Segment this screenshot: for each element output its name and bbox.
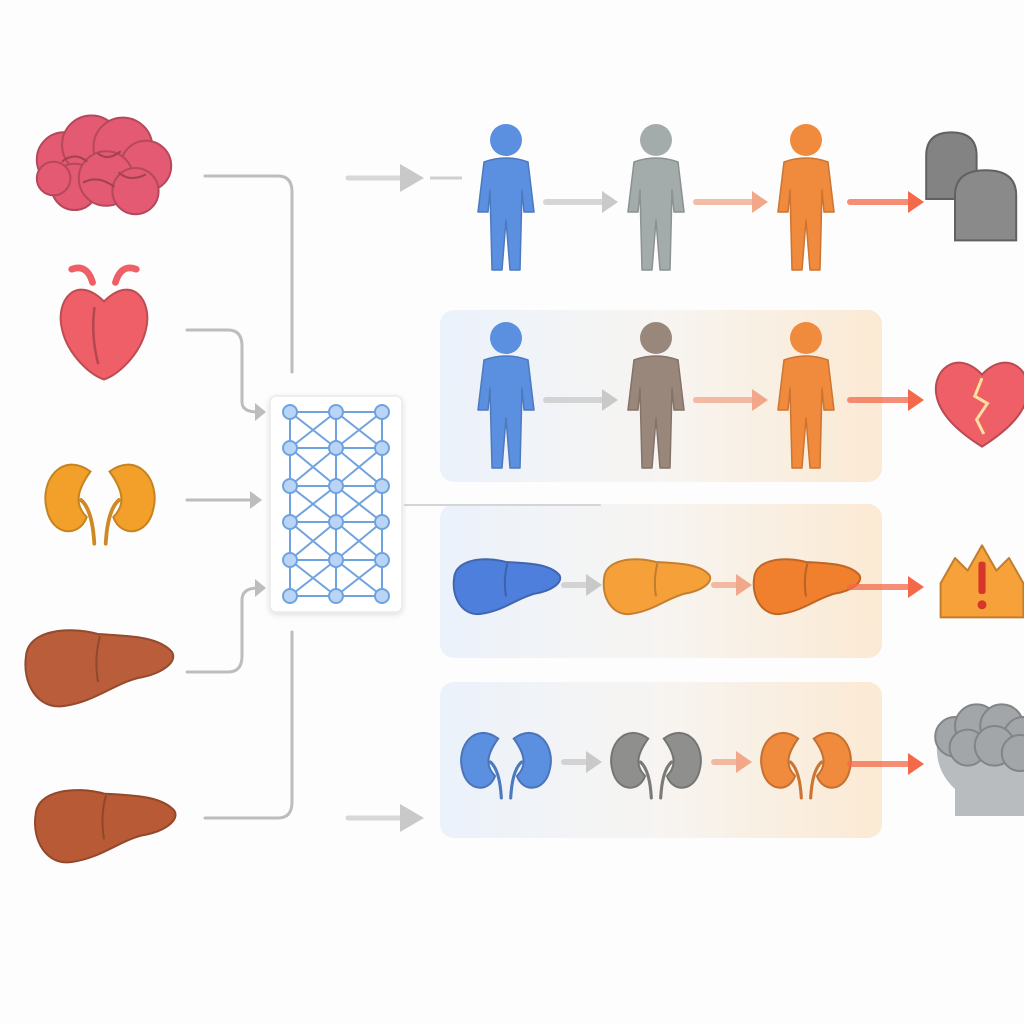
stage-2-person-icon [627, 322, 685, 469]
stage-arrow-1 [543, 389, 618, 411]
source-liver-4-icon [24, 629, 175, 708]
outcome-broken-heart-icon [934, 361, 1024, 448]
stage-3-kidneys-icon [760, 732, 852, 800]
stage-arrow-2 [693, 389, 768, 411]
connector-lines [185, 174, 601, 820]
stage-arrow-2 [711, 751, 752, 773]
pathway-row-4 [460, 703, 1024, 816]
outcome-arrow [847, 389, 924, 411]
stage-arrow-1 [543, 191, 618, 213]
stage-arrow-1 [561, 574, 602, 596]
entry-arrow-1-head [400, 164, 424, 192]
source-kidneys-3-icon [44, 463, 156, 546]
entry-arrow-4-head [400, 804, 424, 832]
stage-1-kidneys-icon [460, 732, 552, 800]
stage-1-person-icon [477, 322, 535, 469]
outcome-arrow [847, 753, 924, 775]
connector-heart [185, 328, 260, 414]
entry-arrows [345, 164, 462, 832]
stage-arrow-2 [711, 574, 752, 596]
source-organs [24, 114, 177, 864]
outcome-gravestone-icon [925, 131, 1018, 242]
stage-1-liver-icon [452, 558, 562, 615]
pathway-row-1 [477, 124, 1018, 271]
pathways [452, 124, 1024, 816]
stage-2-person-icon [627, 124, 685, 271]
arrow-into-hub-2 [250, 491, 262, 509]
source-heart-2-icon [59, 264, 149, 381]
source-brain-1-icon [35, 114, 173, 216]
pathway-panels [440, 310, 882, 838]
pathway-row-2 [477, 322, 1024, 469]
stage-2-liver-icon [602, 558, 712, 615]
network-hub [269, 395, 403, 613]
stage-3-person-icon [777, 322, 835, 469]
connector-liver-2 [203, 630, 294, 820]
stage-2-kidneys-icon [610, 732, 702, 800]
arrow-into-hub-1 [255, 403, 266, 421]
arrowheads [250, 403, 266, 597]
outcome-arrow [847, 576, 924, 598]
network-graph-icon [269, 395, 403, 613]
stage-1-person-icon [477, 124, 535, 271]
source-liver-5-icon [34, 789, 177, 864]
connector-brain [203, 174, 294, 374]
arrow-into-hub-3 [255, 579, 266, 597]
pathway-row-3 [452, 544, 1024, 619]
connector-liver-1 [185, 586, 260, 674]
outcome-head-brain-icon [934, 703, 1024, 816]
stage-arrow-2 [693, 191, 768, 213]
stage-3-person-icon [777, 124, 835, 271]
outcome-arrow [847, 191, 924, 213]
outcome-warning-organ-icon [939, 544, 1024, 619]
pathway-panel-4 [440, 682, 882, 838]
stage-arrow-1 [561, 751, 602, 773]
